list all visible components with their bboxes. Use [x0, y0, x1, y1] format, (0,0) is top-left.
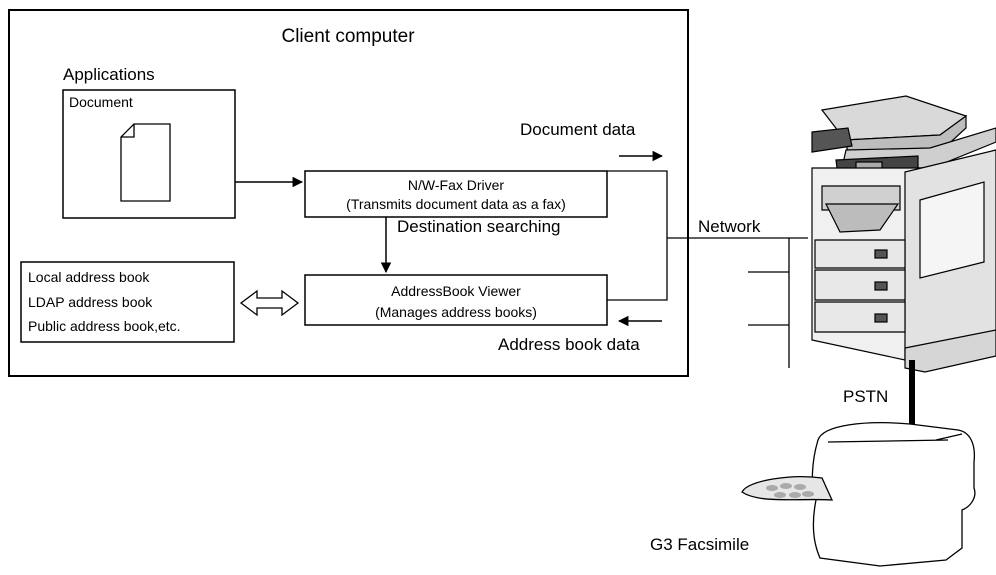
- document-data-label: Document data: [520, 120, 636, 139]
- pstn-label: PSTN: [843, 387, 888, 406]
- address-viewer-name: AddressBook Viewer: [391, 283, 521, 299]
- document-label: Document: [69, 94, 133, 110]
- document-icon-fold: [121, 124, 135, 138]
- g3-facsimile-icon: [741, 422, 976, 567]
- driver-network-connector: [607, 170, 668, 301]
- applications-label: Applications: [63, 65, 155, 84]
- destination-searching-label: Destination searching: [397, 217, 560, 236]
- network-label: Network: [698, 217, 761, 236]
- bidirectional-arrow: [239, 289, 300, 317]
- g3-facsimile-label: G3 Facsimile: [650, 535, 749, 554]
- mfp-copier-icon: [811, 95, 996, 373]
- address-book-item: LDAP address book: [28, 294, 153, 310]
- address-viewer-description: (Manages address books): [375, 304, 537, 320]
- fax-driver-box: [304, 170, 608, 218]
- client-computer-title: Client computer: [281, 26, 415, 47]
- document-icon: [120, 123, 171, 202]
- fax-driver-name: N/W-Fax Driver: [408, 177, 505, 193]
- fax-driver-description: (Transmits document data as a fax): [346, 196, 566, 212]
- address-books-box: [20, 261, 235, 343]
- address-book-item: Local address book: [28, 269, 150, 285]
- address-book-item: Public address book,etc.: [28, 318, 181, 334]
- client-computer-box: [8, 9, 689, 377]
- address-book-data-label: Address book data: [498, 335, 640, 354]
